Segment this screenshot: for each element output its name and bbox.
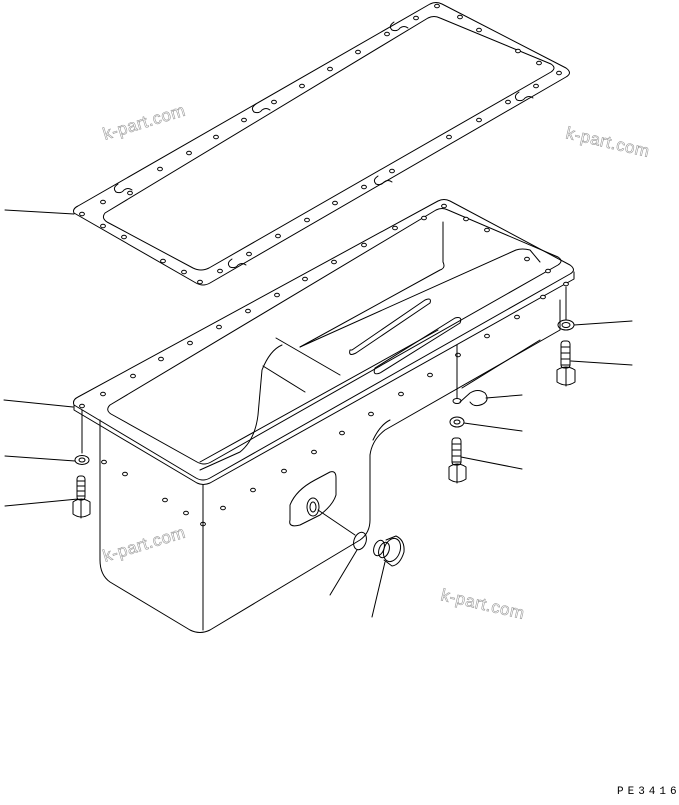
watermarks: k-part.com k-part.com k-part.com k-part.… — [100, 100, 651, 623]
washer-right-mid — [449, 416, 465, 428]
washer-left — [74, 409, 90, 465]
bolt-left — [72, 475, 91, 519]
bolt-right-mid — [448, 437, 467, 484]
watermark: k-part.com — [564, 123, 651, 161]
watermark: k-part.com — [101, 101, 188, 144]
drain-plug — [373, 535, 405, 567]
bolt-right-top — [556, 340, 576, 387]
gasket-bolt-holes — [79, 3, 562, 285]
leader-lines — [3, 209, 633, 618]
drain-gasket — [317, 509, 367, 551]
watermark: k-part.com — [101, 523, 188, 566]
gasket — [73, 2, 570, 286]
clip — [452, 344, 488, 407]
watermark: k-part.com — [439, 585, 526, 623]
drawing-number: PE34161 — [617, 786, 679, 798]
oil-pan — [73, 199, 575, 633]
oil-pan-bolt-holes — [79, 203, 569, 527]
